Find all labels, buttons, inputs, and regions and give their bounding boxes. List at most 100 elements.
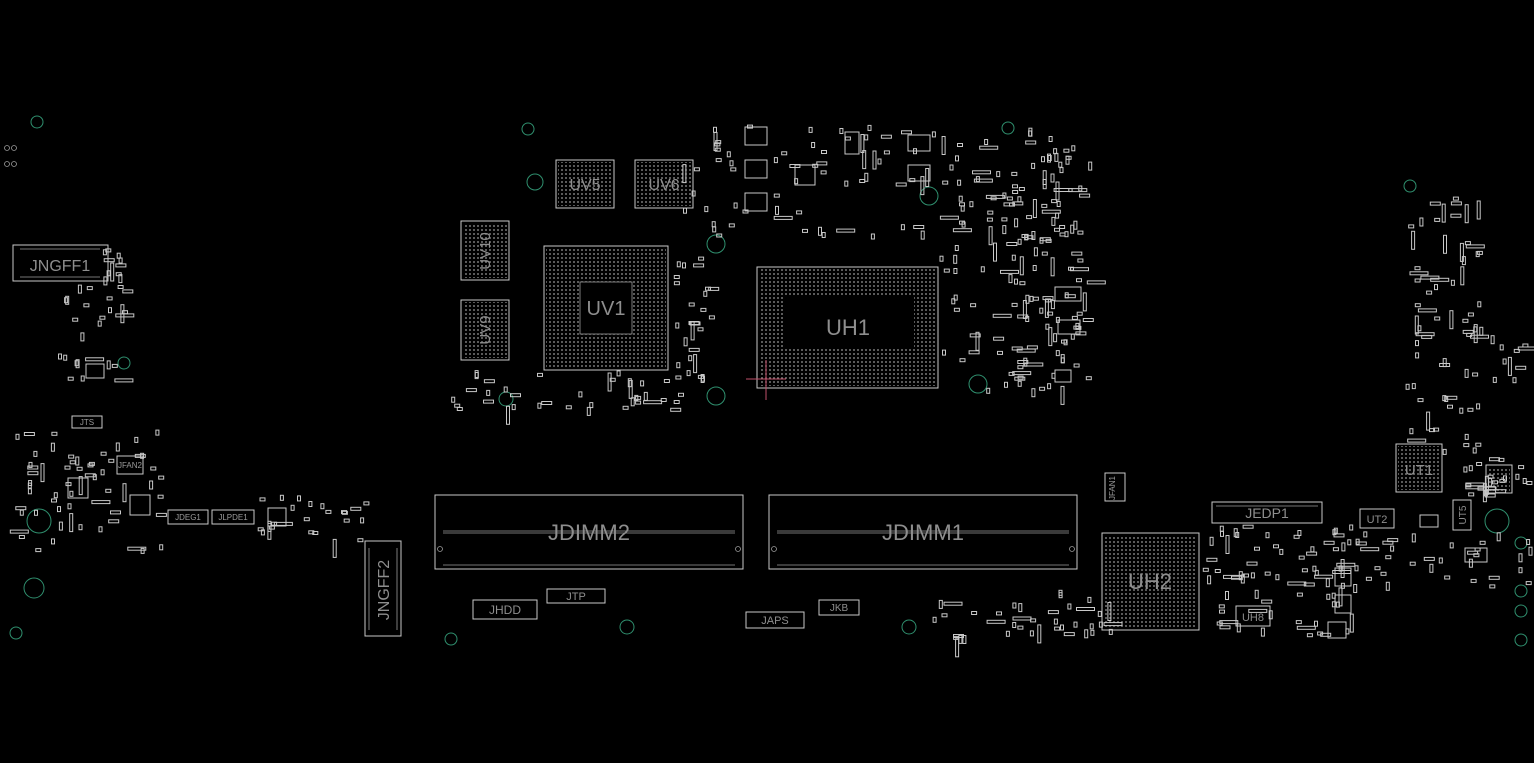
passive-component (1423, 556, 1435, 561)
passive-component (1430, 277, 1450, 282)
passive-component (627, 378, 632, 388)
passive-component (673, 281, 680, 286)
passive-component (676, 261, 681, 268)
passive-component (1045, 238, 1052, 243)
passive-component (1314, 569, 1319, 576)
passive-component (1442, 448, 1447, 455)
small-ic (1334, 594, 1352, 614)
passive-component (1088, 161, 1093, 171)
passive-component (51, 498, 57, 503)
passive-component (1429, 563, 1434, 573)
passive-component (1465, 482, 1485, 487)
passive-component (955, 155, 959, 162)
passive-component (541, 401, 553, 405)
passive-component (503, 386, 508, 393)
passive-component (1060, 385, 1065, 405)
passive-component (28, 480, 33, 486)
passive-component (986, 387, 991, 394)
passive-component (1050, 257, 1055, 277)
passive-component (1044, 298, 1049, 318)
passive-component (1261, 599, 1273, 604)
passive-component (1332, 547, 1339, 552)
passive-component (1528, 546, 1533, 556)
uv1-label: UV1 (587, 298, 626, 320)
passive-component (676, 362, 681, 369)
passive-component (1260, 627, 1265, 637)
passive-component (34, 509, 38, 516)
passive-component (1028, 130, 1033, 137)
passive-component (697, 327, 704, 332)
passive-component (1363, 531, 1368, 538)
passive-component (688, 302, 695, 307)
passive-component (1459, 407, 1464, 414)
chip-uv6: UV6 (634, 159, 694, 209)
passive-component (920, 176, 925, 196)
ut2-label: UT2 (1367, 514, 1388, 526)
passive-component (106, 360, 111, 370)
passive-component (1314, 574, 1334, 579)
passive-component (1063, 339, 1068, 346)
passive-component (688, 355, 693, 362)
passive-component (952, 228, 972, 233)
passive-component (1254, 546, 1260, 551)
passive-component (1414, 278, 1421, 283)
passive-component (726, 151, 731, 158)
passive-component (117, 285, 124, 289)
passive-component (589, 402, 594, 409)
jdeg1-label: JDEG1 (175, 513, 201, 522)
passive-component (1417, 308, 1437, 313)
passive-component (986, 619, 1006, 624)
passive-component (454, 403, 461, 408)
mounting-hole (1514, 633, 1528, 647)
mounting-hole (1403, 179, 1417, 193)
passive-component (1053, 188, 1073, 192)
uh1-label: UH1 (826, 315, 870, 340)
passive-component (1414, 303, 1421, 308)
passive-component (1209, 536, 1214, 546)
passive-component (1047, 311, 1054, 316)
passive-component (1039, 386, 1046, 391)
passive-component (1472, 372, 1479, 377)
passive-component (1002, 192, 1007, 199)
passive-component (1082, 292, 1087, 312)
passive-component (1273, 544, 1279, 549)
passive-component (1446, 395, 1458, 400)
passive-component (997, 350, 1003, 355)
connector-jtp: JTP (546, 588, 606, 604)
passive-component (111, 363, 118, 368)
passive-component (578, 391, 583, 398)
passive-component (155, 429, 160, 436)
passive-component (103, 276, 108, 286)
passive-component (1054, 626, 1061, 631)
passive-component (78, 476, 83, 496)
small-ic (744, 192, 768, 212)
passive-component (1047, 153, 1051, 163)
passive-component (1017, 360, 1029, 364)
passive-component (51, 538, 55, 545)
mounting-holes (9, 115, 1528, 647)
passive-component (1053, 618, 1058, 625)
passive-component (50, 442, 55, 452)
passive-component (1054, 227, 1060, 232)
passive-component (18, 535, 25, 539)
passive-component (332, 538, 337, 558)
passive-component (1017, 375, 1024, 380)
passive-component (1411, 383, 1416, 390)
passive-component (1250, 572, 1255, 579)
uh2-label: UH2 (1128, 569, 1172, 594)
passive-component (816, 161, 828, 166)
passive-component (1265, 532, 1270, 539)
passive-component (836, 228, 856, 233)
passive-component (98, 526, 103, 533)
passive-component (308, 530, 315, 535)
passive-component (1470, 578, 1477, 583)
passive-component (267, 522, 272, 532)
passive-component (1005, 630, 1010, 637)
passive-component (1476, 200, 1481, 220)
mounting-hole (117, 356, 131, 370)
passive-component (704, 206, 709, 213)
passive-component (1477, 486, 1497, 491)
passive-component (122, 483, 127, 503)
passive-component (1441, 203, 1446, 223)
